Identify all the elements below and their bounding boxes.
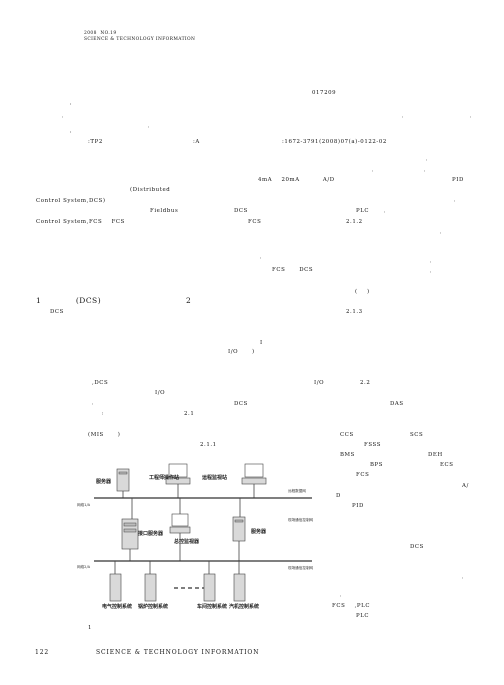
text-line: I/O (155, 390, 166, 396)
workstation-base (169, 526, 191, 534)
mark: , (62, 114, 64, 119)
mark: , (430, 259, 432, 264)
section-2-1-3: 2.1.3 (346, 309, 363, 315)
text-line: PLC (356, 613, 370, 619)
text-line: I (260, 340, 263, 346)
mark: , (430, 269, 432, 274)
text-line: PID (452, 177, 464, 183)
label-general-monitor: 总控监视器 (174, 538, 200, 545)
text-line: DCS (234, 401, 248, 407)
controller-cabinet-icon (109, 573, 122, 602)
label-interface-server: 接口服务器 (137, 530, 164, 537)
text-line: CCS (340, 432, 354, 438)
monitor-icon (171, 513, 189, 527)
label-net-mid: 现场通信控制网 (288, 517, 314, 522)
text-line: SCS (410, 432, 424, 438)
text-line: DCS (234, 208, 248, 214)
text-line: DAS (390, 401, 404, 407)
text-line: DCS (410, 544, 424, 550)
text-line: FCS (356, 472, 370, 478)
section-2-1-2: 2.1.2 (346, 219, 363, 225)
page-number: 122 (35, 649, 50, 656)
figure-caption: 1 (88, 625, 93, 631)
mark: , (260, 255, 262, 260)
text-line: ,DCS (92, 380, 109, 386)
text-line: (MIS ) (88, 432, 121, 438)
text-line: DEH (428, 452, 443, 458)
mark: , (92, 401, 94, 406)
label-subsystem-2: 锅炉控制系统 (137, 603, 168, 610)
section-2-1: 2.1 (184, 411, 195, 417)
server-bay (123, 528, 137, 533)
label-engineer-station: 工程师操作站 (149, 474, 179, 481)
text-line: ECS (440, 462, 454, 468)
label-monitor-station: 运程监视站 (202, 474, 227, 481)
text-line: DCS (50, 309, 64, 315)
section-2-heading: 2 (186, 296, 192, 305)
controller-cabinet-icon (233, 573, 246, 602)
text-line: FCS DCS (272, 267, 314, 273)
journal-name-footer: SCIENCE & TECHNOLOGY INFORMATION (96, 649, 260, 656)
text-line: FCS ,PLC (332, 603, 371, 609)
label-net-1: 网络1/A (77, 502, 91, 507)
mark: , (454, 198, 456, 203)
journal-issue: 2008 NO.19 (84, 31, 117, 36)
text-line: I/O (314, 380, 325, 386)
label-server-mid: 服务器 (251, 528, 267, 535)
text-line: FCS (248, 219, 262, 225)
text-line: FSSS (364, 442, 382, 448)
mark: , (340, 593, 342, 598)
section-1-heading: 1 (DCS) (36, 296, 102, 305)
text-line: PLC (356, 208, 370, 214)
label-subsystem-3: 车间控制系统 (197, 603, 227, 610)
text-line: I/O ) (228, 349, 255, 355)
text-line: BMS (340, 452, 355, 458)
mark: , (424, 168, 426, 173)
label-subsystem-4: 汽机控制系统 (229, 603, 259, 610)
monitor-icon (244, 463, 264, 478)
label-subsystem-1: 电气控制系统 (102, 603, 132, 610)
controller-cabinet-icon (144, 573, 157, 602)
mark: : (70, 102, 72, 107)
text-line: ( ) (355, 289, 370, 295)
text-line: Control System,FCS FCS (36, 219, 125, 225)
mark: ; (102, 411, 104, 416)
issn: :1672-3791(2008)07(a)-0122-02 (282, 139, 387, 145)
article-number: 017209 (312, 90, 337, 96)
mark: : (70, 130, 72, 135)
mark: , (148, 124, 150, 129)
text-line: Fieldbus (150, 208, 179, 214)
mark: , (440, 230, 442, 235)
mark: , (402, 114, 404, 119)
controller-cabinet-icon (203, 573, 216, 602)
mark: , (372, 168, 374, 173)
text-line: 4mA 20mA A/D (258, 177, 335, 183)
label-server-top: 服务器 (96, 478, 112, 485)
journal-name-header: SCIENCE & TECHNOLOGY INFORMATION (84, 37, 196, 42)
text-line: Control System,DCS) (36, 198, 106, 204)
network-architecture-figure: 服务器 工程师操作站 运程监视站 远程数据网 网络1/A 接口服务器 总控监视器… (76, 459, 324, 629)
text-line: PID (352, 503, 364, 509)
server-bay (118, 471, 128, 475)
section-2-1-1: 2.1.1 (200, 442, 217, 448)
class-code: :TP2 (88, 139, 103, 145)
server-bay (234, 519, 244, 523)
mark: , (470, 114, 472, 119)
text-line: A/ (462, 483, 469, 489)
doc-code: :A (193, 139, 200, 145)
text-line: (Distributed (130, 187, 171, 193)
text-line: D (336, 493, 341, 499)
server-bay (123, 522, 137, 527)
mark: , (462, 575, 464, 580)
label-net-top: 远程数据网 (288, 488, 306, 493)
mark: , (384, 209, 386, 214)
section-2-2: 2.2 (360, 380, 371, 386)
label-net-bottom: 现场通信控制网 (288, 565, 314, 570)
text-line: BPS (370, 462, 384, 468)
mark: , (426, 157, 428, 162)
monitor-icon (168, 463, 188, 478)
label-net-2: 网络2/A (77, 564, 91, 569)
workstation-base (241, 477, 267, 485)
